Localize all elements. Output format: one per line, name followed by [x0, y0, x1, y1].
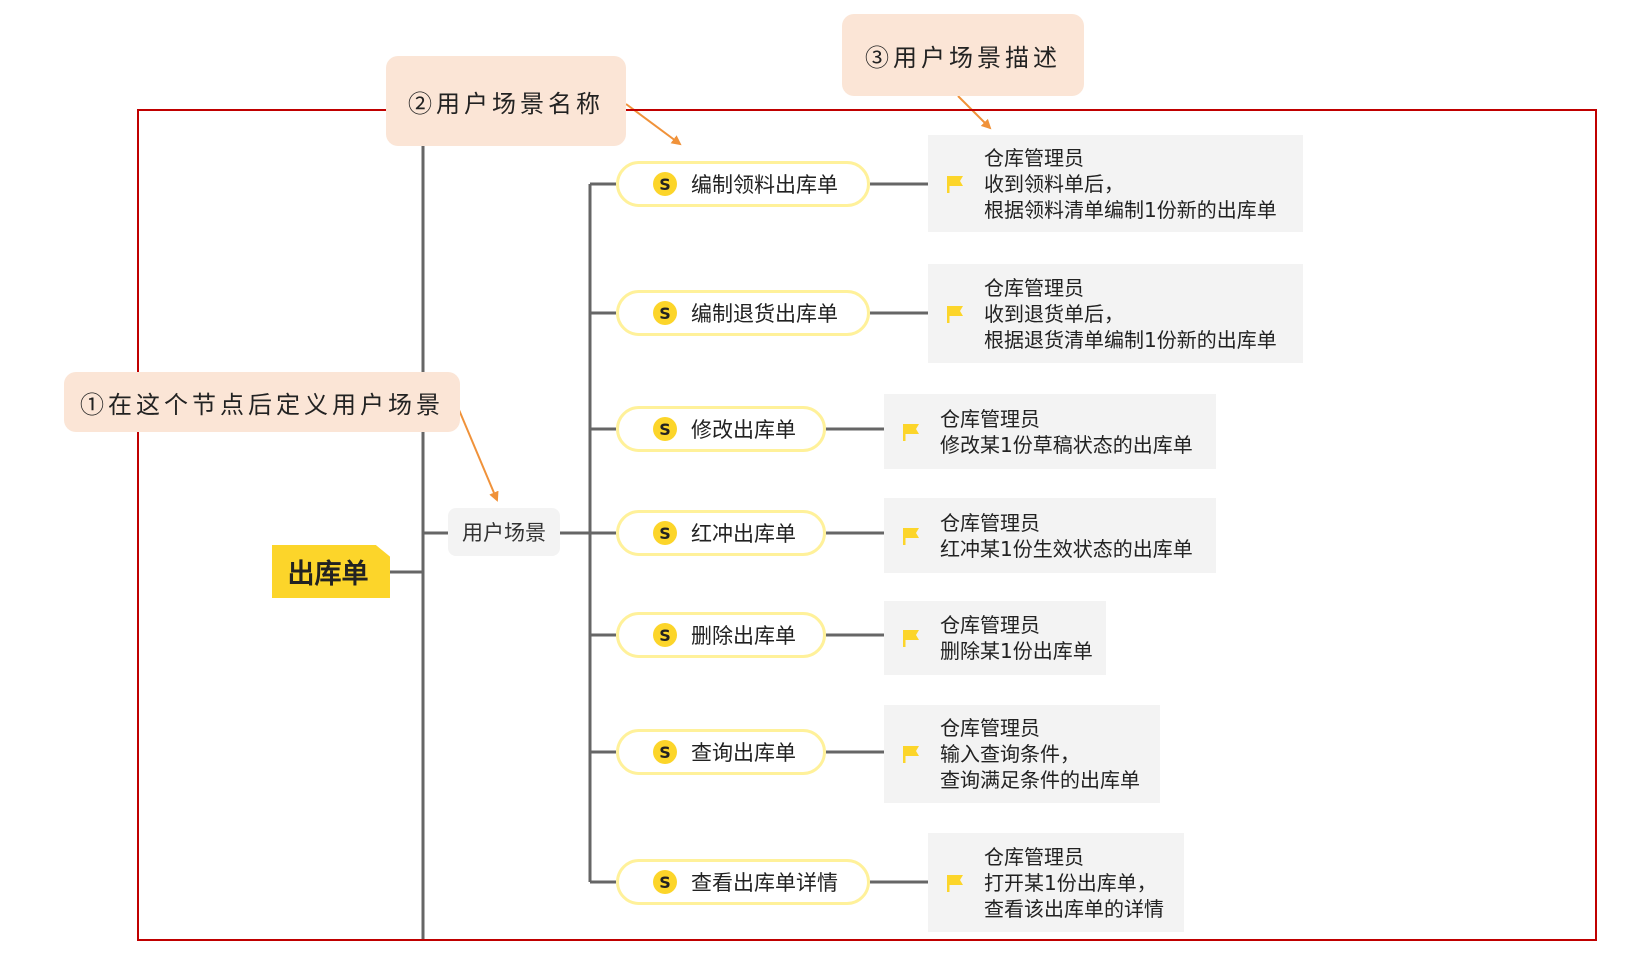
- description-line: 查询满足条件的出库单: [940, 768, 1140, 792]
- flag-icon: [903, 746, 919, 763]
- description-actor: 仓库管理员: [940, 406, 1040, 431]
- flag-icon: [947, 175, 963, 193]
- scenario-s-badge: S: [653, 521, 677, 545]
- description-text: 仓库管理员红冲某1份生效状态的出库单: [940, 510, 1193, 562]
- description-actor: 仓库管理员: [940, 613, 1040, 637]
- flag-icon: [903, 527, 919, 545]
- scenario-description[interactable]: 仓库管理员修改某1份草稿状态的出库单: [884, 394, 1216, 469]
- scenario-s-badge: S: [653, 301, 677, 325]
- description-line: 收到退货单后，: [984, 301, 1124, 326]
- scenario-label: 查看出库单详情: [691, 871, 838, 895]
- callout-step3: ③用户场景描述: [842, 14, 1084, 96]
- description-line: 根据退货清单编制1份新的出库单: [984, 327, 1277, 352]
- callout-step2: ②用户场景名称: [386, 56, 626, 146]
- scenario-node[interactable]: S 查看出库单详情: [616, 859, 870, 905]
- scenario-node[interactable]: S 删除出库单: [616, 612, 826, 658]
- description-line: 收到领料单后，: [984, 171, 1124, 196]
- scenario-description[interactable]: 仓库管理员输入查询条件，查询满足条件的出库单: [884, 705, 1160, 803]
- scenario-node[interactable]: S 修改出库单: [616, 406, 826, 452]
- flag-icon: [903, 423, 919, 441]
- flag-icon: [947, 305, 963, 323]
- scenario-label: 修改出库单: [691, 418, 796, 442]
- scenario-description[interactable]: 仓库管理员红冲某1份生效状态的出库单: [884, 498, 1216, 573]
- scenario-s-badge: S: [653, 870, 677, 894]
- scenario-node[interactable]: S 编制领料出库单: [616, 161, 870, 207]
- description-line: 红冲某1份生效状态的出库单: [940, 536, 1193, 561]
- arrow-icon: [453, 397, 499, 502]
- scenario-s-badge: S: [653, 172, 677, 196]
- description-text: 仓库管理员删除某1份出库单: [940, 612, 1093, 664]
- description-actor: 仓库管理员: [940, 716, 1040, 740]
- description-actor: 仓库管理员: [984, 275, 1084, 300]
- scenario-s-badge: S: [653, 417, 677, 441]
- description-line: 删除某1份出库单: [940, 639, 1093, 663]
- branch-node-user-scenarios[interactable]: 用户场景: [448, 508, 560, 556]
- description-text: 仓库管理员输入查询条件，查询满足条件的出库单: [940, 715, 1140, 793]
- description-line: 输入查询条件，: [940, 742, 1080, 766]
- description-text: 仓库管理员收到领料单后，根据领料清单编制1份新的出库单: [984, 145, 1277, 223]
- scenario-s-badge: S: [653, 623, 677, 647]
- description-text: 仓库管理员修改某1份草稿状态的出库单: [940, 406, 1193, 458]
- scenario-label: 编制退货出库单: [691, 302, 838, 326]
- scenario-label: 红冲出库单: [691, 522, 796, 546]
- callout-step1: ①在这个节点后定义用户场景: [64, 372, 460, 432]
- description-line: 查看该出库单的详情: [984, 896, 1164, 921]
- scenario-node[interactable]: S 编制退货出库单: [616, 290, 870, 336]
- scenario-description[interactable]: 仓库管理员收到退货单后，根据退货清单编制1份新的出库单: [928, 264, 1303, 363]
- scenario-label: 查询出库单: [691, 741, 796, 765]
- highlight-frame: [137, 109, 1597, 941]
- description-line: 打开某1份出库单，: [984, 870, 1157, 895]
- flag-icon: [903, 630, 919, 647]
- scenario-node[interactable]: S 红冲出库单: [616, 510, 826, 556]
- description-actor: 仓库管理员: [940, 510, 1040, 535]
- scenario-s-badge: S: [653, 740, 677, 764]
- scenario-node[interactable]: S 查询出库单: [616, 729, 826, 775]
- scenario-label: 删除出库单: [691, 624, 796, 648]
- scenario-description[interactable]: 仓库管理员删除某1份出库单: [884, 601, 1106, 675]
- scenario-description[interactable]: 仓库管理员收到领料单后，根据领料清单编制1份新的出库单: [928, 135, 1303, 232]
- arrow-icon: [957, 95, 992, 130]
- description-actor: 仓库管理员: [984, 844, 1084, 869]
- description-line: 根据领料清单编制1份新的出库单: [984, 197, 1277, 222]
- root-node[interactable]: 出库单: [272, 545, 390, 598]
- scenario-description[interactable]: 仓库管理员打开某1份出库单，查看该出库单的详情: [928, 833, 1184, 932]
- description-text: 仓库管理员打开某1份出库单，查看该出库单的详情: [984, 844, 1164, 922]
- description-actor: 仓库管理员: [984, 145, 1084, 170]
- description-text: 仓库管理员收到退货单后，根据退货清单编制1份新的出库单: [984, 275, 1277, 353]
- flag-icon: [947, 874, 963, 892]
- scenario-label: 编制领料出库单: [691, 173, 838, 197]
- description-line: 修改某1份草稿状态的出库单: [940, 432, 1193, 457]
